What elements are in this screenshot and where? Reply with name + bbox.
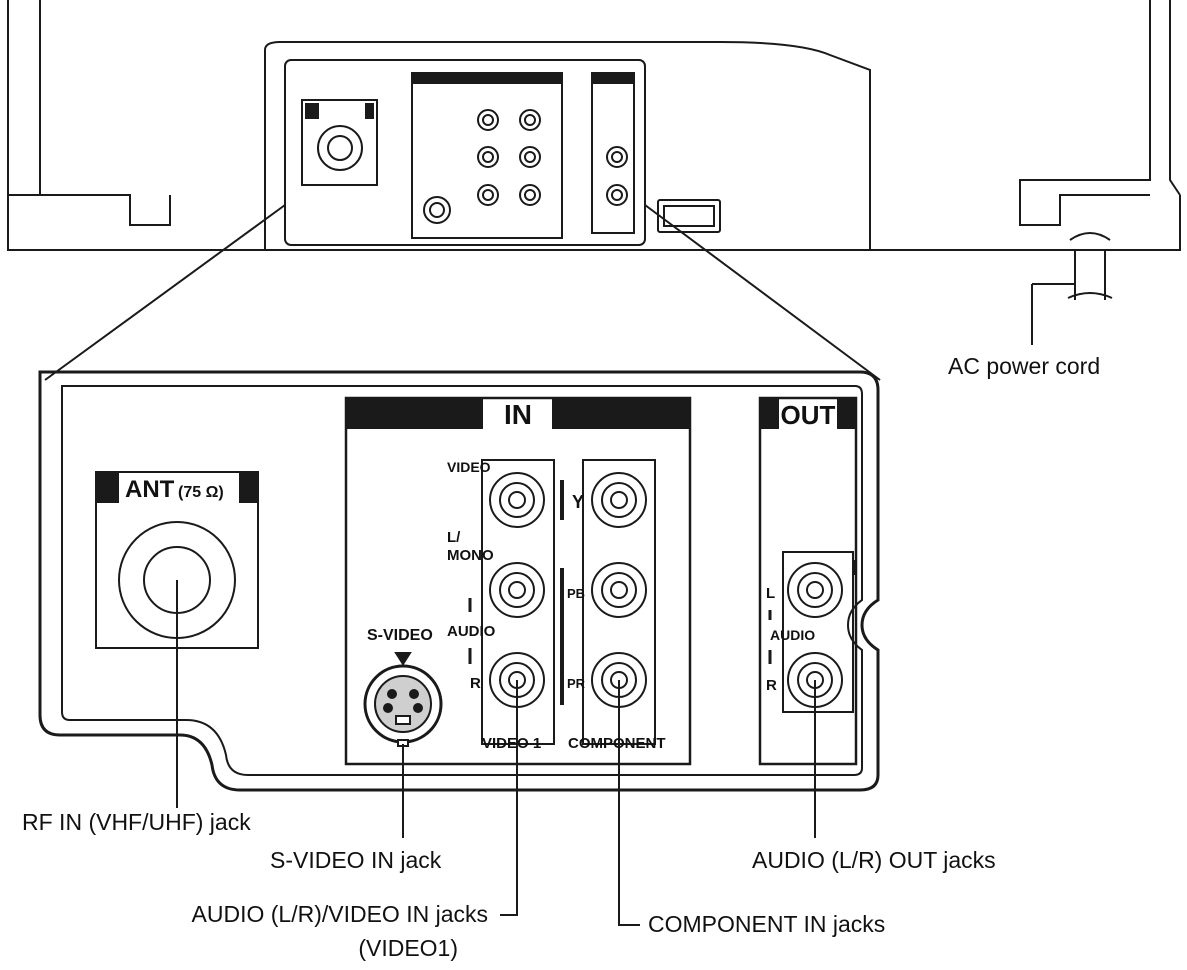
s-video-label: S-VIDEO	[367, 627, 433, 644]
component-jacks	[591, 472, 647, 708]
video1-jacks	[489, 472, 545, 708]
component-label: COMPONENT	[568, 735, 666, 752]
tv-cabinet	[7, 0, 1181, 300]
ant-label: ANT	[125, 476, 175, 503]
l-mono-label-2: MONO	[447, 547, 494, 564]
in-header: IN	[504, 399, 532, 430]
audio-out-label: AUDIO	[770, 627, 815, 643]
panel-labels: IN OUT ANT (75 Ω) VIDEO L/ MONO AUDIO R …	[125, 399, 836, 752]
audio-out-callout: AUDIO (L/R) OUT jacks	[752, 847, 996, 873]
ant-ohm: (75 Ω)	[178, 484, 224, 501]
video-label: VIDEO	[447, 459, 491, 475]
out-header: OUT	[781, 400, 836, 430]
ac-cord-leader	[1031, 283, 1075, 345]
s-video-in-callout: S-VIDEO IN jack	[270, 847, 442, 873]
ac-power-cord-callout: AC power cord	[948, 353, 1100, 379]
pb-label: PB	[567, 586, 585, 601]
l-mono-label-1: L/	[447, 529, 461, 546]
callouts: AC power cord RF IN (VHF/UHF) jack S-VID…	[22, 353, 1100, 961]
audio-video-in-callout-line2: (VIDEO1)	[358, 935, 458, 961]
video1-label: VIDEO 1	[482, 735, 541, 752]
enlarged-panel	[38, 370, 880, 792]
zoom-line-left	[44, 204, 286, 381]
zoom-line-right	[644, 204, 881, 381]
s-video-jack	[363, 664, 443, 747]
pr-label: PR	[567, 676, 586, 691]
audio-in-label: AUDIO	[447, 623, 496, 640]
component-leader	[618, 680, 640, 926]
l-out-label: L	[766, 585, 775, 602]
video1-leader	[500, 680, 518, 916]
y-label: Y	[572, 492, 584, 512]
r-out-label: R	[766, 677, 777, 694]
audio-video-in-callout-line1: AUDIO (L/R)/VIDEO IN jacks	[192, 901, 488, 927]
rf-in-callout: RF IN (VHF/UHF) jack	[22, 809, 251, 835]
component-in-callout: COMPONENT IN jacks	[648, 911, 885, 937]
r-in-label: R	[470, 675, 481, 692]
